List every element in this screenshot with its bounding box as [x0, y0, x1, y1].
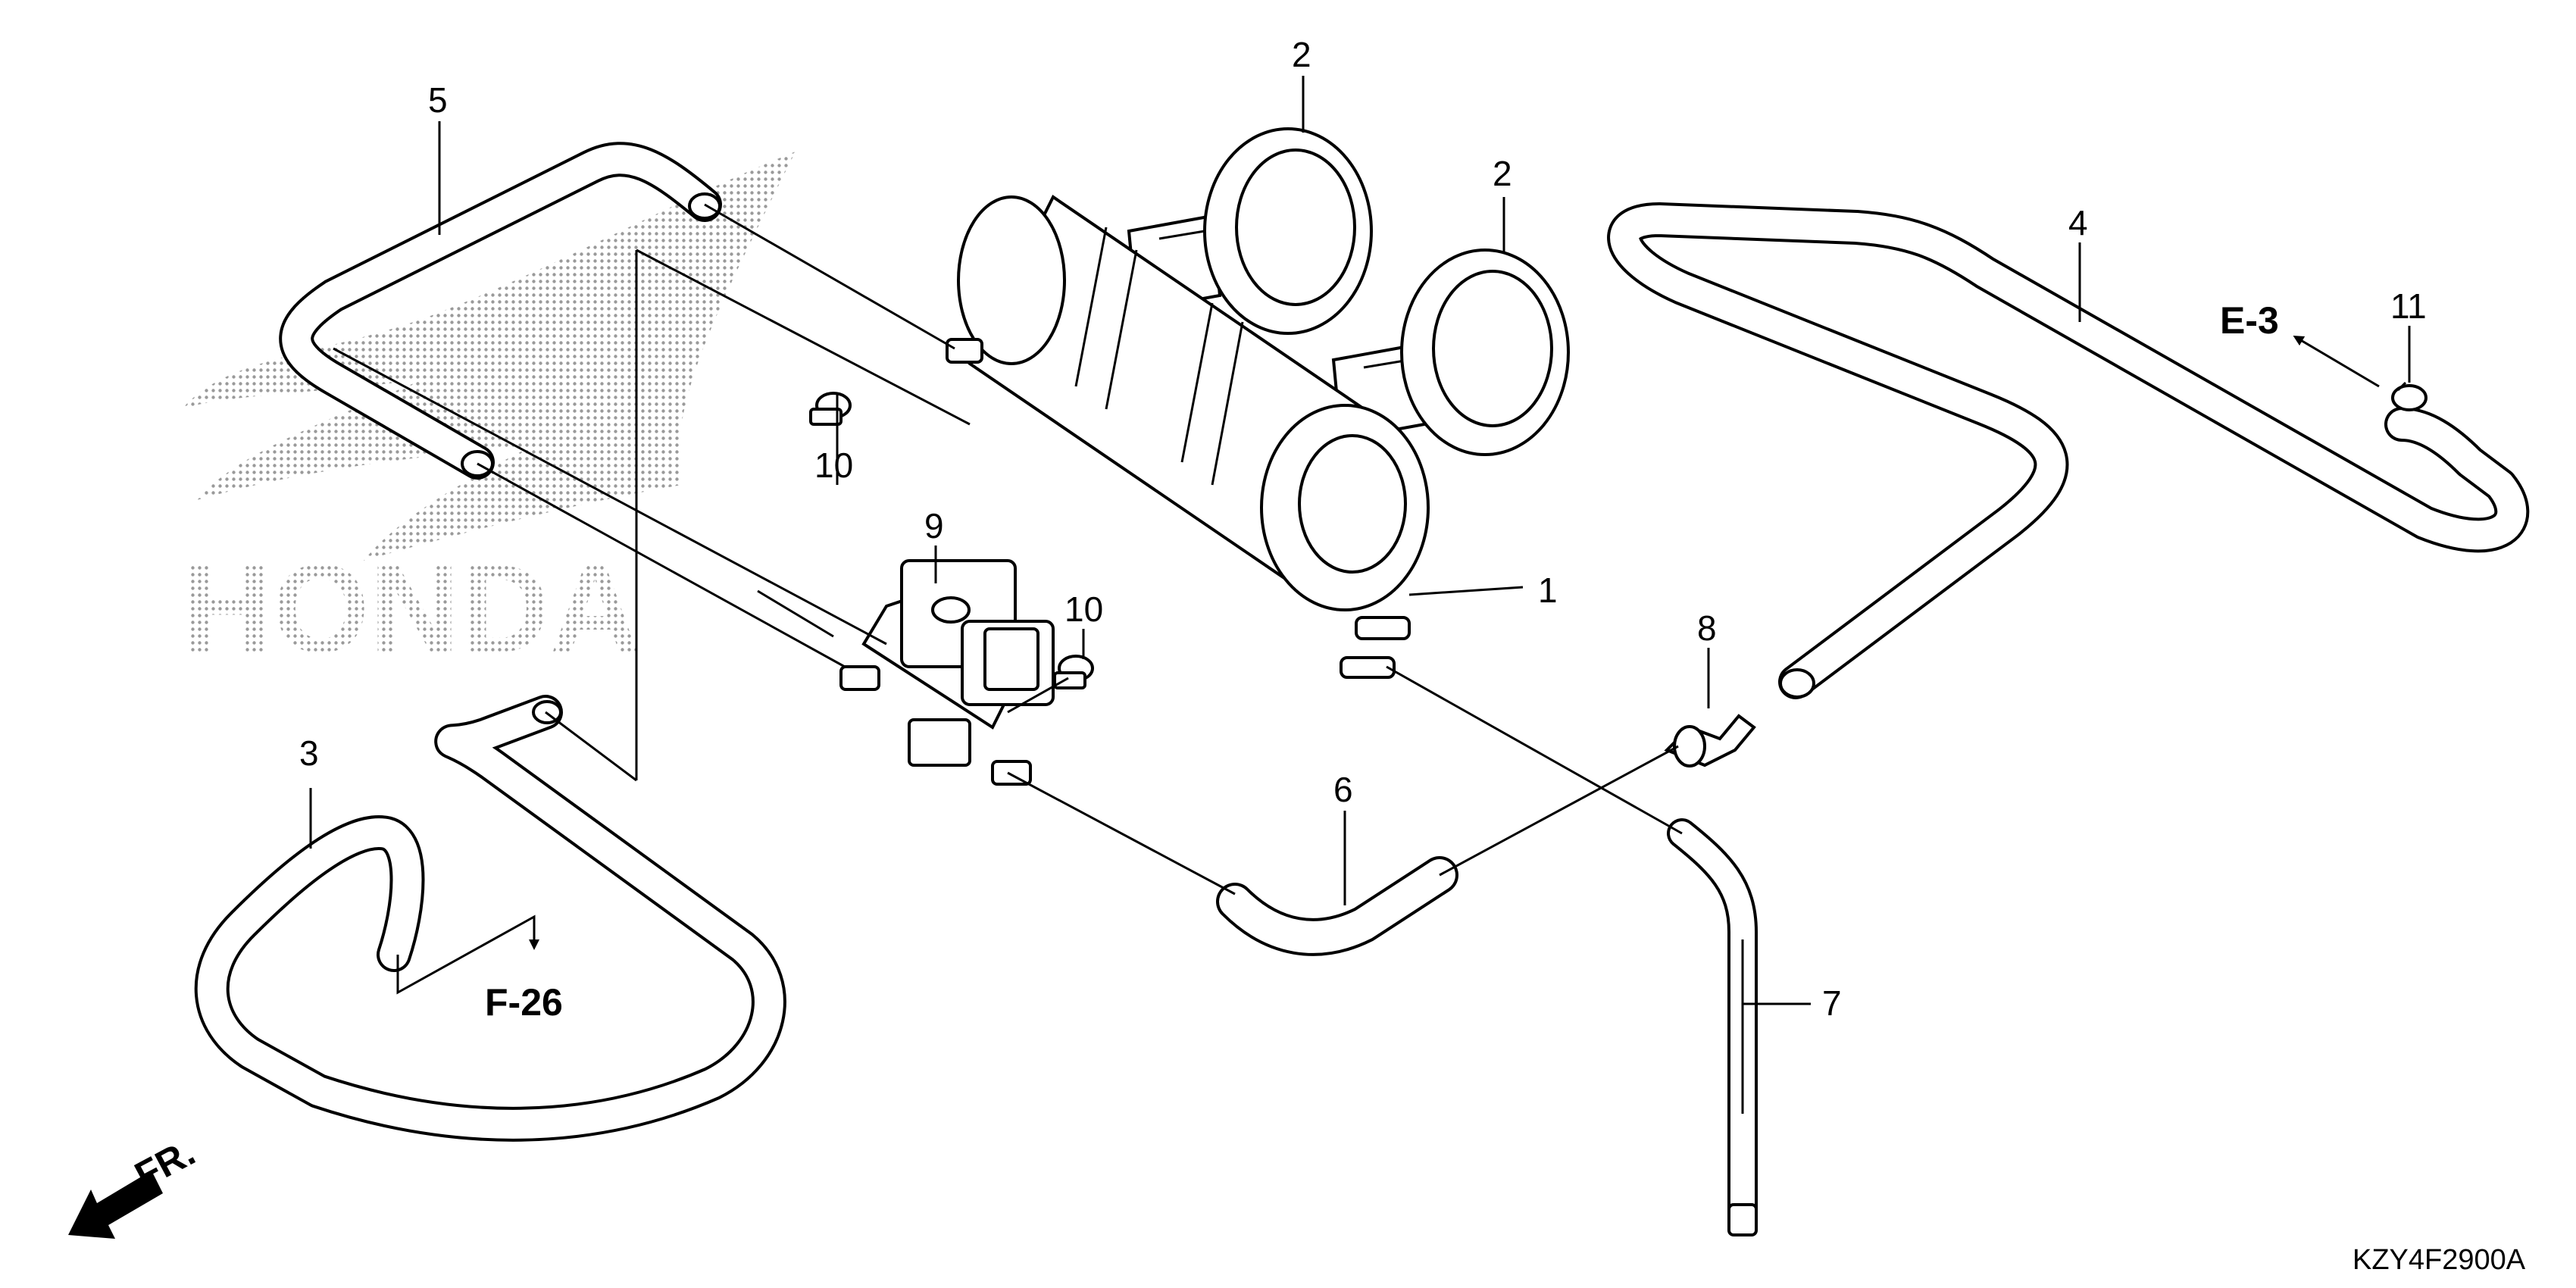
hose-5	[279, 142, 722, 480]
hose-7	[1667, 818, 1758, 1236]
screw-10a	[809, 392, 852, 426]
clamp-2b	[1331, 249, 1570, 456]
clip-11	[2391, 381, 2428, 411]
solenoid-valve-9	[839, 559, 1055, 786]
callout-6: 6	[1333, 770, 1353, 809]
callout-10-upper: 10	[814, 445, 853, 485]
callout-10-lower: 10	[1064, 589, 1103, 629]
reference-e3[interactable]: E-3	[2220, 299, 2279, 342]
callout-4: 4	[2068, 203, 2088, 242]
callouts: 1 2 2 3 4 5 6 7 8 9 10 10 11	[299, 35, 2427, 1023]
screw-10b	[1053, 655, 1094, 689]
reference-f26[interactable]: F-26	[485, 981, 563, 1024]
leader-lines	[309, 76, 2411, 1005]
fitting-8	[1664, 714, 1756, 767]
callout-7: 7	[1822, 983, 1842, 1023]
callout-8: 8	[1697, 608, 1717, 648]
callout-1: 1	[1538, 571, 1558, 610]
diagram-code: KZY4F2900A	[2352, 1244, 2526, 1276]
callout-2-left: 2	[1292, 35, 1311, 74]
canister-1	[946, 195, 1430, 679]
callout-11: 11	[2390, 286, 2427, 326]
callout-2-right: 2	[1493, 154, 1512, 193]
hose-3	[194, 695, 786, 1142]
callout-9: 9	[924, 506, 944, 546]
connection-lines	[333, 203, 2380, 995]
honda-wordmark: HONDA	[182, 539, 640, 678]
front-direction-indicator: FR.	[68, 1130, 202, 1239]
hose-6	[1216, 856, 1458, 956]
callout-3: 3	[299, 733, 319, 773]
front-arrow-icon	[68, 1171, 163, 1239]
callout-5: 5	[428, 80, 448, 120]
hose-4	[1607, 202, 2530, 699]
